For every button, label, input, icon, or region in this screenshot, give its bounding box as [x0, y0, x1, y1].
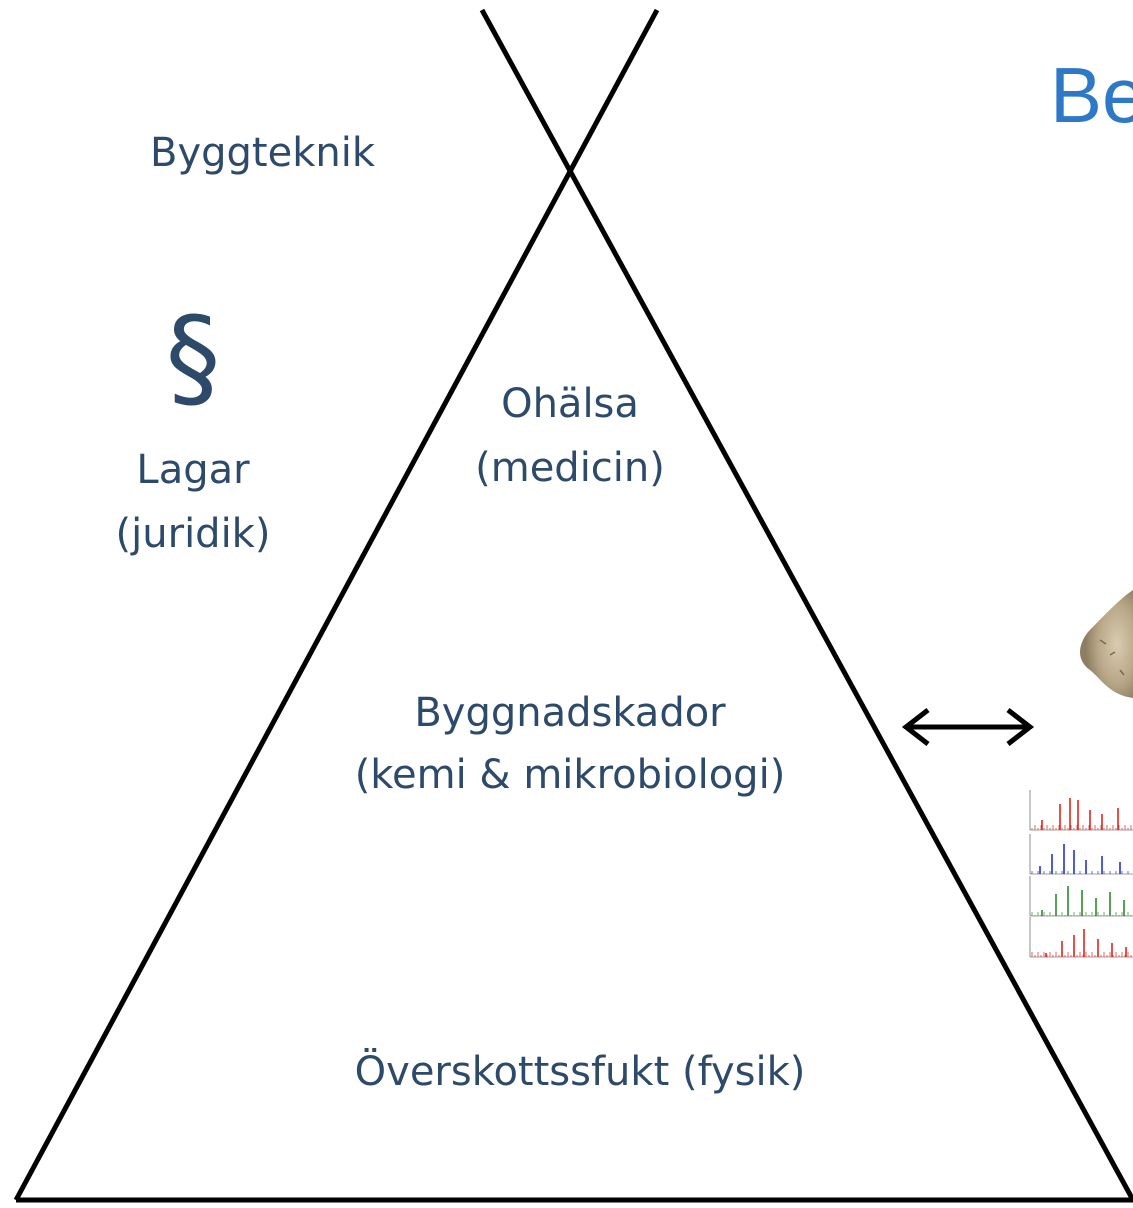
label-overskottsfukt: Överskottssfukt (fysik): [354, 1049, 806, 1095]
label-ohalsa: Ohälsa (medicin): [475, 381, 665, 491]
double-arrow: [901, 708, 1035, 746]
triangle-right-line: [479, 8, 1133, 1202]
label-byggnadskador: Byggnadskador (kemi & mikrobiologi): [354, 690, 786, 798]
spectrum-charts-image: [1012, 782, 1133, 962]
material-sample-photo: [1040, 520, 1133, 770]
spectrum-strip: [1029, 876, 1133, 917]
spectrum-strip: [1029, 790, 1133, 831]
slide-title: Be: [1050, 51, 1133, 139]
label-lagar: Lagar (juridik): [115, 447, 271, 557]
label-byggteknik: Byggteknik: [150, 130, 375, 176]
section-symbol: §: [165, 293, 221, 421]
spectrum-strip: [1029, 834, 1133, 875]
spectrum-strip: [1029, 917, 1133, 958]
triangle-left-line: [13, 8, 660, 1202]
